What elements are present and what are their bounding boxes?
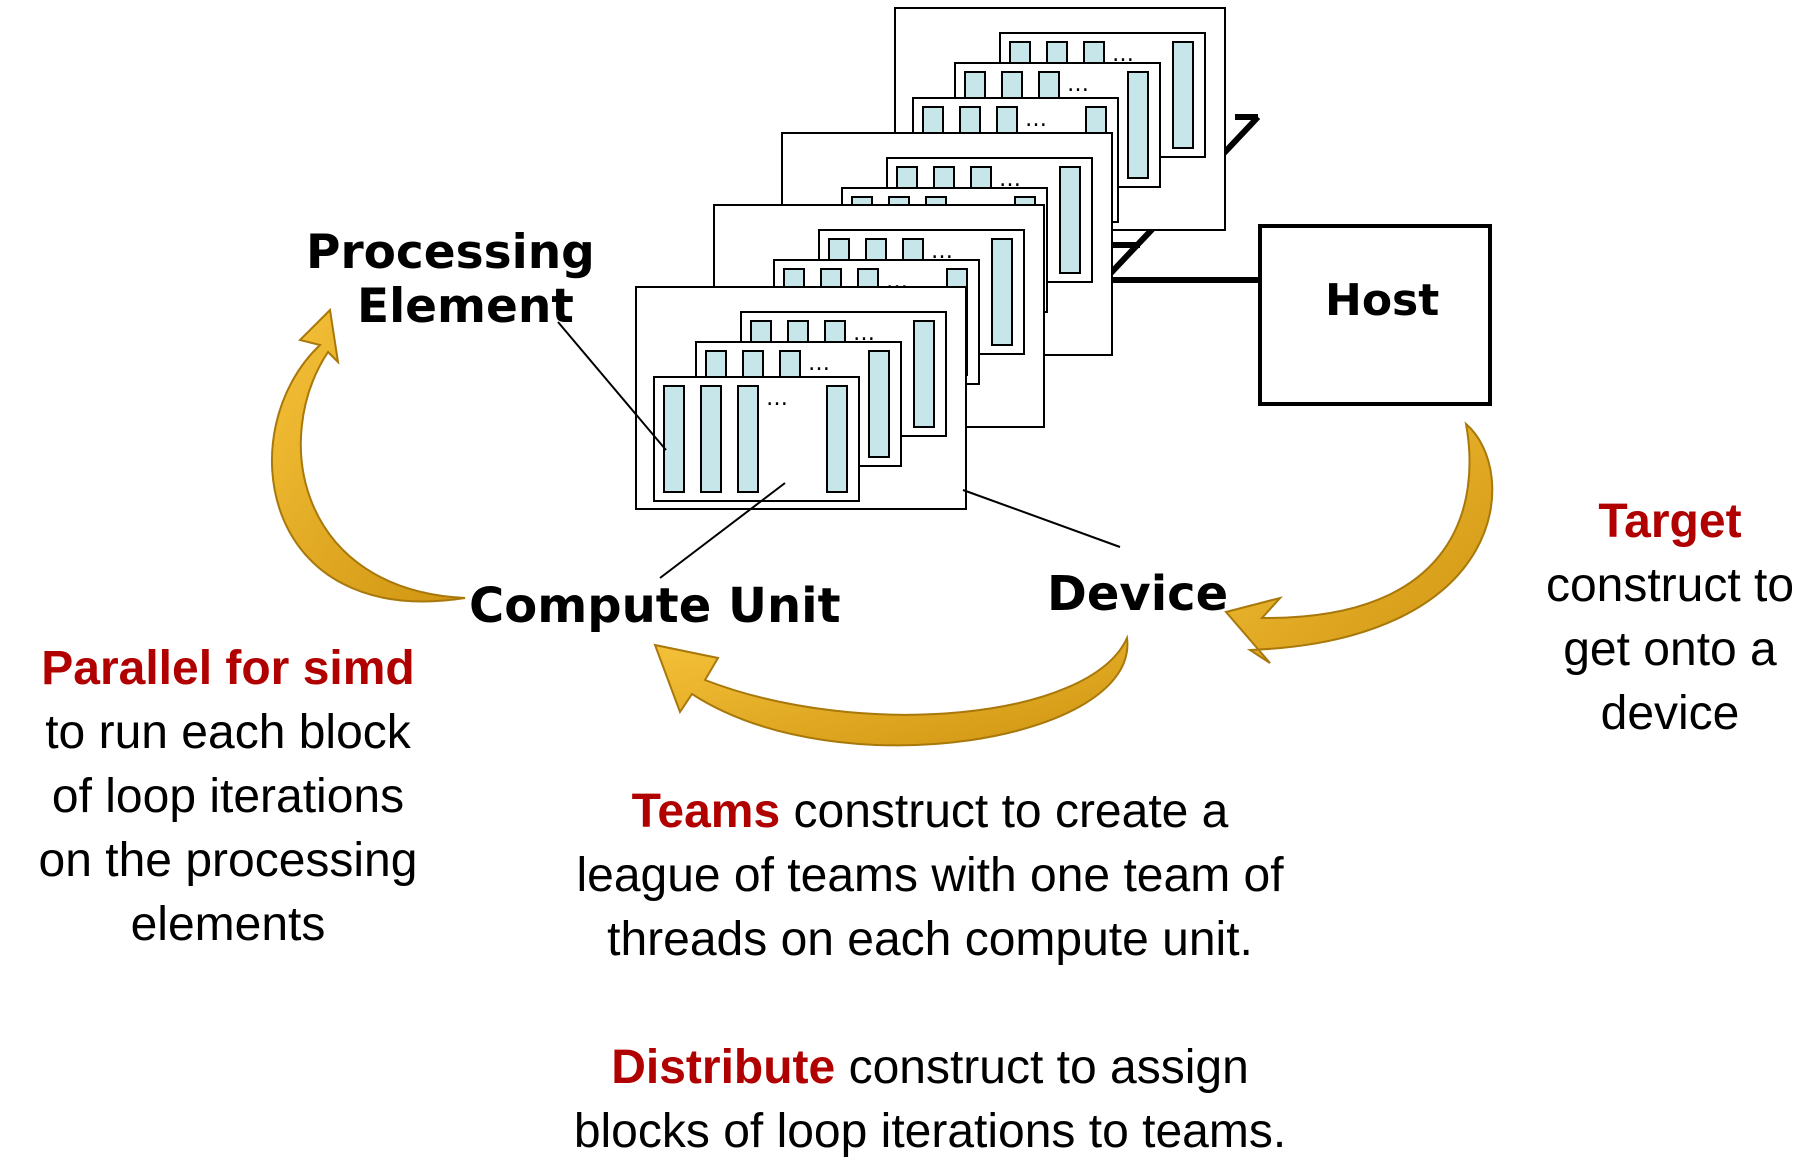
processing-element <box>826 385 848 493</box>
ellipsis-text: … <box>766 386 788 411</box>
parallel-caption-line: elements <box>130 898 326 951</box>
target-keyword: Target <box>1598 495 1742 548</box>
teams-keyword: Teams <box>631 785 781 838</box>
distribute-keyword: Distribute <box>611 1041 836 1094</box>
processing-element <box>913 320 935 428</box>
parallel-caption-line: on the processing <box>38 834 418 887</box>
ellipsis-text: … <box>999 167 1021 192</box>
host-box <box>1258 224 1492 406</box>
processing-element <box>1127 71 1149 179</box>
distribute-caption-line: blocks of loop iterations to teams. <box>573 1105 1287 1158</box>
host-label: Host <box>1325 275 1440 326</box>
target-caption: Target construct to get onto a device <box>1525 490 1809 746</box>
parallel-caption-line: of loop iterations <box>51 770 405 823</box>
processing-element <box>737 385 759 493</box>
device-label: Device <box>1047 566 1229 622</box>
teams-caption-line: league of teams with one team of <box>576 849 1284 902</box>
distribute-caption: Distribute construct to assign blocks of… <box>500 1036 1360 1164</box>
processing-element <box>663 385 685 493</box>
compute-unit: … <box>653 376 860 502</box>
ellipsis-text: … <box>1025 107 1047 132</box>
ellipsis-text: … <box>853 321 875 346</box>
processing-element-line2: Element <box>356 279 574 335</box>
arrow-target <box>1224 421 1494 664</box>
arrow-simd <box>271 307 466 603</box>
ellipsis-text: … <box>808 351 830 376</box>
device-stack: ……………………………… <box>635 7 1226 510</box>
teams-caption: Teams construct to create a league of te… <box>500 780 1360 972</box>
target-caption-line: get onto a <box>1563 623 1777 676</box>
processing-element <box>1172 41 1194 149</box>
processing-element-line1: Processing <box>306 225 595 280</box>
target-caption-line: device <box>1600 687 1740 740</box>
compute-unit-label: Compute Unit <box>469 578 841 634</box>
ellipsis-text: … <box>1067 72 1089 97</box>
distribute-caption-rest: construct to assign <box>835 1041 1249 1094</box>
processing-element-label: Processing Element <box>306 225 595 335</box>
ellipsis-text: … <box>1112 42 1134 67</box>
ellipsis-text: … <box>931 239 953 264</box>
parallel-caption-line: to run each block <box>45 706 411 759</box>
processing-element <box>700 385 722 493</box>
processing-element <box>868 350 890 458</box>
arrow-teams <box>653 634 1129 747</box>
target-caption-line: construct to <box>1545 559 1795 612</box>
teams-caption-rest: construct to create a <box>780 785 1229 838</box>
distribute-caption-line1: Distribute construct to assign <box>500 1036 1360 1100</box>
device: … … … <box>635 286 967 510</box>
leader-lines <box>557 321 1121 579</box>
teams-caption-line: threads on each compute unit. <box>607 913 1253 966</box>
arrows <box>271 307 1494 747</box>
processing-element <box>1059 166 1081 274</box>
teams-caption-line1: Teams construct to create a <box>500 780 1360 844</box>
parallel-for-simd-caption: Parallel for simd to run each block of l… <box>8 637 448 957</box>
parallel-for-simd-keyword: Parallel for simd <box>41 642 415 695</box>
processing-element <box>991 238 1013 346</box>
